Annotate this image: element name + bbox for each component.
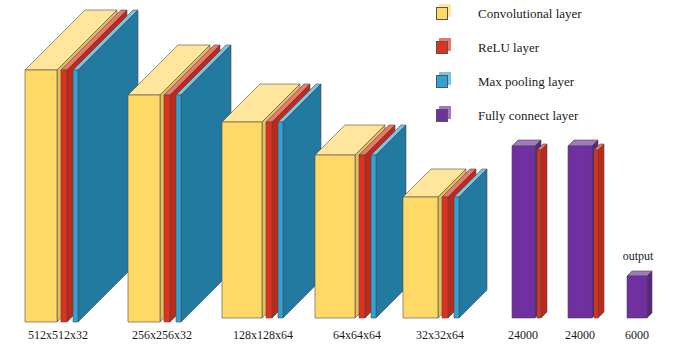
pool-layer-side bbox=[376, 125, 406, 318]
conv-layer-front bbox=[128, 95, 160, 322]
legend-swatch bbox=[436, 109, 448, 122]
layer-size-label: 32x32x64 bbox=[416, 328, 464, 342]
legend-text: Max pooling layer bbox=[478, 74, 574, 89]
layer-size-label: 24000 bbox=[508, 328, 538, 342]
relu-layer-front bbox=[266, 122, 272, 318]
legend-text: ReLU layer bbox=[478, 40, 539, 55]
fc-layer-front bbox=[627, 276, 647, 318]
pool-layer-side bbox=[459, 169, 487, 318]
fc-layer-front bbox=[512, 146, 535, 318]
conv-layer-front bbox=[403, 197, 438, 318]
legend-text: Convolutional layer bbox=[478, 6, 582, 21]
layer-size-label: 64x64x64 bbox=[333, 328, 381, 342]
relu-layer-front bbox=[537, 150, 541, 318]
output-label: output bbox=[623, 249, 654, 263]
legend-text: Fully connect layer bbox=[478, 108, 578, 123]
layer-size-label: 6000 bbox=[625, 328, 649, 342]
pool-layer-front bbox=[278, 122, 283, 318]
conv-layer-front bbox=[222, 122, 262, 318]
layer-size-label: 512x512x32 bbox=[28, 328, 88, 342]
layer-size-label: 256x256x32 bbox=[132, 328, 192, 342]
legend-swatch bbox=[436, 75, 448, 88]
legend-swatch bbox=[436, 7, 448, 20]
layer-size-label: 24000 bbox=[565, 328, 595, 342]
relu-layer-front bbox=[164, 95, 170, 322]
pool-layer-front bbox=[371, 155, 376, 318]
relu-layer-front bbox=[359, 155, 365, 318]
relu-layer-front bbox=[442, 197, 448, 318]
layer-size-label: 128x128x64 bbox=[233, 328, 293, 342]
relu-layer-side bbox=[598, 144, 604, 318]
legend-swatch bbox=[436, 41, 448, 54]
relu-layer-front bbox=[61, 70, 67, 322]
fc-layer-side bbox=[647, 271, 652, 318]
conv-layer-front bbox=[315, 155, 355, 318]
fc-layer-side bbox=[535, 140, 541, 318]
fc-layer-front bbox=[568, 146, 592, 318]
pool-layer-front bbox=[73, 70, 78, 322]
fc-layer-side bbox=[592, 140, 598, 318]
pool-layer-front bbox=[454, 197, 459, 318]
relu-layer-side bbox=[541, 144, 547, 318]
relu-layer-front bbox=[594, 150, 598, 318]
pool-layer-front bbox=[176, 95, 181, 322]
conv-layer-front bbox=[25, 70, 57, 322]
